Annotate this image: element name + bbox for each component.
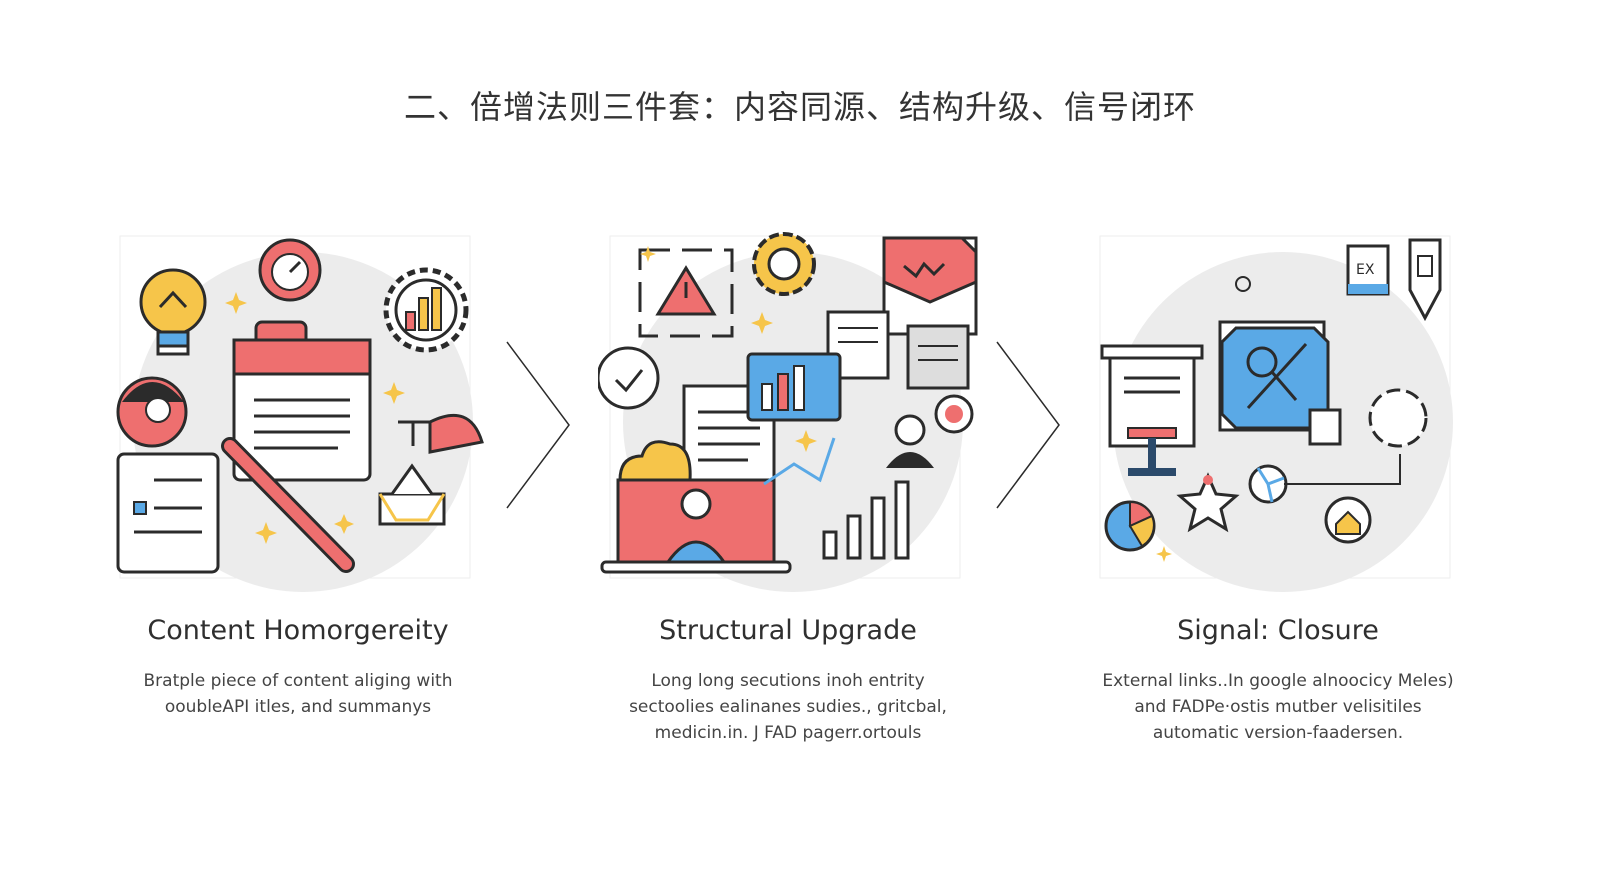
signal-illustration: EX xyxy=(1088,232,1468,592)
home-icon xyxy=(1324,496,1372,544)
desc-line: Long long secutions inoh entrity xyxy=(651,671,925,691)
cup-icon xyxy=(1308,408,1342,446)
page-title: 二、倍增法则三件套：内容同源、结构升级、信号闭环 xyxy=(403,88,1196,126)
laptop-user-icon xyxy=(600,478,792,574)
chevron-right-icon xyxy=(506,341,570,509)
chevron-right-icon-2 xyxy=(996,341,1060,509)
desc-line: ooubleAPI itles, and summanys xyxy=(164,697,432,717)
card-desc-structure: Long long secutions inoh entrity sectool… xyxy=(578,668,998,746)
ex-document-icon: EX xyxy=(1346,244,1390,296)
person-icon xyxy=(116,376,188,448)
svg-text:EX: EX xyxy=(1356,262,1375,278)
desc-line: medicin.in. J FAD pagerr.ortouls xyxy=(654,723,922,743)
envelope-icon xyxy=(882,236,978,336)
color-wheel-icon xyxy=(752,232,816,296)
presentation-icon xyxy=(1100,344,1204,476)
gear-chart-icon xyxy=(383,267,469,353)
card-heading-signal: Signal: Closure xyxy=(1177,615,1379,646)
user-icon xyxy=(886,414,934,468)
puzzle-icon xyxy=(1368,388,1428,448)
network-icon xyxy=(1248,454,1401,504)
card-heading-content: Content Homorgereity xyxy=(147,615,449,646)
bar-chart-icon xyxy=(763,437,910,560)
desc-line: automatic version-faadersen. xyxy=(1152,723,1404,743)
paper-icon xyxy=(116,452,220,574)
megaphone-icon xyxy=(398,413,484,454)
document-window-icon xyxy=(232,320,372,482)
desc-line: External links..In google alnoocicy Mele… xyxy=(1102,671,1454,691)
cloud-icon xyxy=(618,440,692,482)
pencil-icon xyxy=(1408,238,1442,322)
warning-icon xyxy=(638,248,734,338)
content-illustration xyxy=(108,232,488,592)
target-icon xyxy=(934,394,974,434)
pen-icon xyxy=(221,437,355,573)
lightbulb-icon xyxy=(139,268,207,356)
desc-line: Bratple piece of content aliging with xyxy=(143,671,453,691)
card-desc-content: Bratple piece of content aliging with oo… xyxy=(88,668,508,720)
pie-chart-icon xyxy=(1104,500,1156,552)
gauge-icon xyxy=(258,238,322,302)
document-stack-icon xyxy=(826,310,970,390)
card-heading-structure: Structural Upgrade xyxy=(659,615,917,646)
search-icon xyxy=(1218,320,1330,432)
card-desc-signal: External links..In google alnoocicy Mele… xyxy=(1068,668,1488,746)
structure-illustration xyxy=(598,232,978,592)
star-person-icon xyxy=(1176,472,1240,533)
inbox-icon xyxy=(378,463,446,526)
bar-chart-bubble-icon xyxy=(746,352,842,422)
check-icon xyxy=(598,346,660,410)
desc-line: sectoolies ealinanes sudies., gritcbal, xyxy=(629,697,947,717)
desc-line: and FADPe·ostis mutber velisitiles xyxy=(1134,697,1422,717)
